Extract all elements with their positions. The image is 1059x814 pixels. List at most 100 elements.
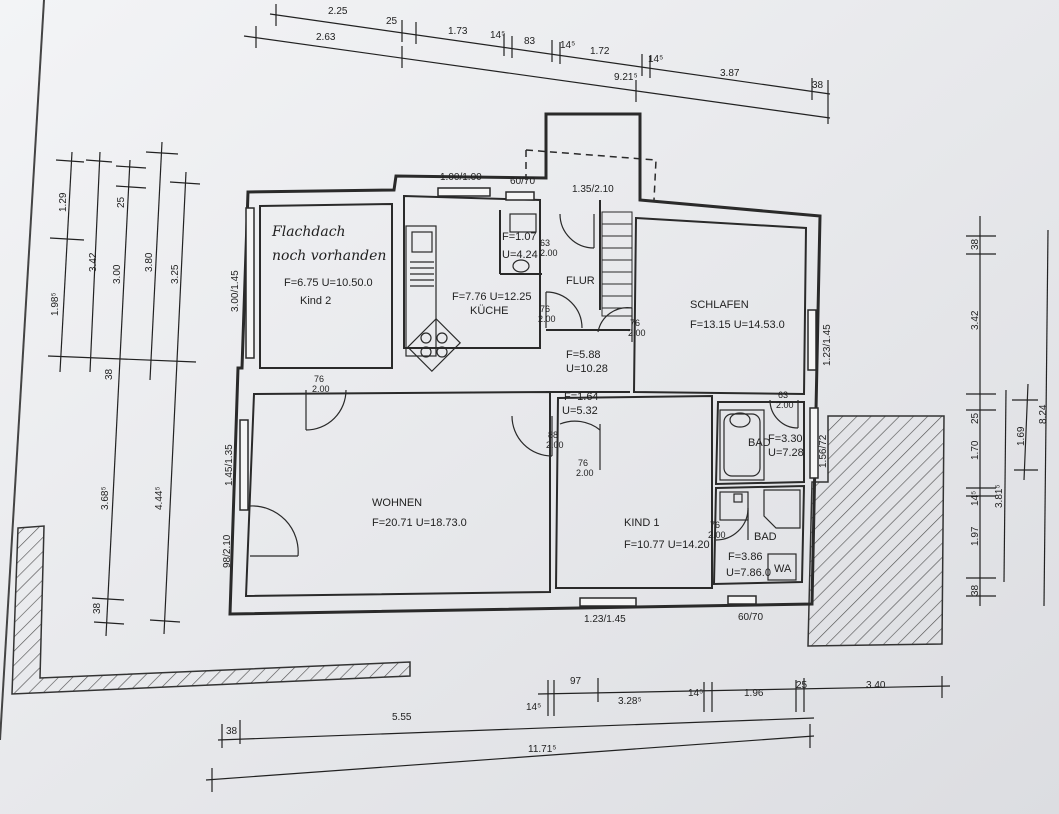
schlafen-area: F=13.15 U=14.53.0 [690,319,785,331]
d-kind2-bot: 2.00 [312,384,330,394]
kitchen-fixtures [405,225,462,373]
dim-top-a1: 2.25 [328,6,348,17]
ground-hatch-strip [11,525,411,695]
dim-bottom-e3: 3.28⁵ [618,696,642,707]
d-schlafen-bot: 2.00 [628,328,646,338]
dim-bottom-e2: 14⁵ [526,702,541,713]
staircase [601,211,633,317]
dim-top-a5: 83 [524,36,536,47]
bad2-perimeter: U=7.86.0 [726,567,771,579]
bad1-name: BAD [748,437,771,449]
d-kind1-top: 76 [578,458,588,468]
d-kueche-bot: 2.00 [538,314,556,324]
door-swings [249,213,799,557]
dim-top-b3: 3.87 [720,68,740,79]
dim-right-r3: 25 [970,412,981,424]
d-kind2-top: 76 [314,374,324,384]
door-labels: 76 2.00 63 2.00 76 2.00 76 2.00 63 2.00 … [312,238,794,540]
diele-perimeter: U=5.32 [562,405,598,417]
bottom-dimension-labels: 97 14⁵ 3.28⁵ 14⁵ 1.96 25 3.40 38 5.55 11… [226,676,886,755]
wc-area: F=1.07 [502,231,537,243]
bad2-area: F=3.86 [728,551,763,563]
dim-bottom-f3: 11.71⁵ [528,744,556,755]
dim-right-r4: 1.70 [970,440,981,460]
d-bad2-bot: 2.00 [708,530,726,540]
kind2-area: F=6.75 U=10.50.0 [284,277,373,289]
terrace-hatched-area [807,415,945,647]
kueche-name: KÜCHE [470,305,509,317]
wohnen-name: WOHNEN [372,497,422,509]
d-kueche-top: 76 [540,304,550,314]
bad1-area: F=3.30 [768,433,803,445]
d-kind1-bot: 2.00 [576,468,594,478]
schlafen-name: SCHLAFEN [690,299,749,311]
bad2-name: BAD [754,531,777,543]
dim-right-r9: 1.97 [970,526,981,546]
win-schlafen-label: 1.23/1.45 [822,324,833,366]
dim-left-c8: 38 [104,368,115,380]
win-kitchen-label: 1.00/1.00 [440,172,482,183]
win-bad2-label: 60/70 [738,612,763,623]
dim-top-b1: 2.63 [316,32,336,43]
bath-fixtures [509,213,801,581]
kind2-name: Kind 2 [300,295,331,307]
dim-left-c10: 4.44⁵ [154,486,165,510]
wohnen-area: F=20.71 U=18.73.0 [372,517,467,529]
win-kind1-label: 1.23/1.45 [584,614,626,625]
dim-bottom-e1: 97 [570,676,582,687]
win-wc-label: 60/70 [510,176,535,187]
dim-left-c2: 3.42 [88,252,99,272]
sheet-border-line [0,0,45,741]
top-dimension-lines [243,4,831,124]
diele-area: F=1.64 [564,391,599,403]
dim-top-b2: 9.21⁵ [614,72,638,83]
d-schlafen-top: 76 [630,318,640,328]
kueche-area: F=7.76 U=12.25 [452,291,532,303]
dim-right-r5: 1.69 [1016,426,1027,446]
top-dimension-labels: 2.25 25 1.73 14⁵ 83 14⁵ 1.72 14⁵ 38 2.63… [316,6,824,91]
dim-bottom-f1: 38 [226,726,238,737]
dim-top-a7: 1.72 [590,46,610,57]
dim-top-a3: 1.73 [448,26,468,37]
right-dimension-lines [966,216,1049,607]
bottom-dimension-lines [205,676,951,792]
dim-right-r1: 38 [970,238,981,250]
dim-left-c11: 38 [92,602,103,614]
dim-left-c7: 1.98⁵ [50,292,61,316]
dim-left-c3: 25 [116,196,127,208]
dim-top-a9: 38 [812,80,824,91]
opening-labels: 1.00/1.00 60/70 1.35/2.10 3.00/1.45 1.45… [222,172,833,625]
bad1-perimeter: U=7.28 [768,447,804,459]
kind1-name: KIND 1 [624,517,659,529]
dim-left-c9: 3.68⁵ [100,486,111,510]
d-wc-top: 63 [540,238,550,248]
dim-left-c6: 3.25 [170,264,181,284]
dim-bottom-e7: 3.40 [866,680,886,691]
d-bad2-top: 76 [710,520,720,530]
wc-perimeter: U=4.24 [502,249,538,261]
win-entry-label: 1.35/2.10 [572,184,614,195]
handwritten-note: Flachdach noch vorhanden [271,224,386,264]
d-wc-bot: 2.00 [540,248,558,258]
dim-right-r10: 38 [970,584,981,596]
d-wohnen-bot: 2.00 [546,440,564,450]
d-bad1-top: 63 [778,390,788,400]
right-dimension-labels: 38 3.42 25 1.70 1.69 8.24 14⁵ 3.81⁵ 1.97… [970,238,1049,596]
flur-name: FLUR [566,275,595,287]
flur-perimeter: U=10.28 [566,363,608,375]
dim-left-c4: 3.00 [112,264,123,284]
windows [239,187,819,607]
bad2-fixture: WA [774,563,792,575]
room-labels: F=6.75 U=10.50.0 Kind 2 F=1.07 U=4.24 F=… [284,231,804,579]
d-bad1-bot: 2.00 [776,400,794,410]
kind1-area: F=10.77 U=14.20 [624,539,710,551]
dim-right-r8: 3.81⁵ [994,484,1005,508]
dim-left-c5: 3.80 [144,252,155,272]
building-walls [228,112,822,616]
dim-left-c1: 1.29 [58,192,69,212]
dim-right-r2: 3.42 [970,310,981,330]
dim-top-a2: 25 [386,16,398,27]
